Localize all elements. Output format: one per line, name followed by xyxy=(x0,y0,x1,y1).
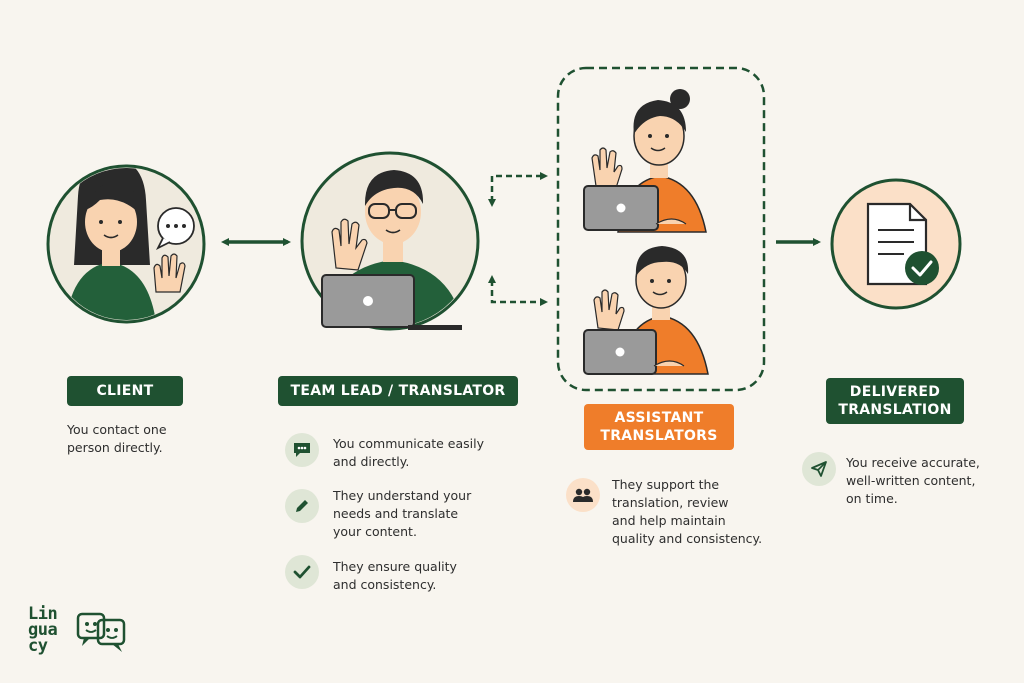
pencil-icon xyxy=(285,489,319,523)
speech-bubble-icon xyxy=(155,207,195,251)
client-description: You contact one person directly. xyxy=(67,422,167,455)
linguacy-logo-wordmark: Lin gua cy xyxy=(28,604,58,656)
delivered-translation-label: DELIVERED TRANSLATION xyxy=(826,378,964,424)
team-lead-point-quality: They ensure quality and consistency. xyxy=(333,559,457,592)
team-lead-illustration xyxy=(300,151,480,331)
client-illustration xyxy=(46,164,206,324)
delivered-document-illustration xyxy=(830,178,962,310)
checkmark-icon xyxy=(285,555,319,589)
people-icon xyxy=(566,478,600,512)
assistants-group-box xyxy=(556,66,766,392)
team-lead-label: TEAM LEAD / TRANSLATOR xyxy=(278,376,518,406)
delivered-check-icon xyxy=(905,251,939,285)
assistant-translator-1-illustration xyxy=(583,89,707,233)
delivered-description: You receive accurate, well-written conte… xyxy=(846,455,980,506)
teamlead-assistant-bottom-arrow xyxy=(488,275,548,306)
team-lead-point-communicate: You communicate easily and directly. xyxy=(333,436,485,469)
assistant-translator-2-illustration xyxy=(583,246,709,375)
linguacy-logo-mark xyxy=(76,612,126,652)
chat-bubble-icon xyxy=(285,433,319,467)
assistants-description: They support the translation, review and… xyxy=(612,477,763,546)
client-label: CLIENT xyxy=(67,376,183,406)
team-lead-laptop-icon xyxy=(321,274,462,330)
paper-plane-icon xyxy=(802,452,836,486)
client-waving-hand xyxy=(153,253,186,293)
team-lead-point-understand: They understand your needs and translate… xyxy=(333,488,472,539)
assistant-translators-label: ASSISTANT TRANSLATORS xyxy=(584,404,734,450)
teamlead-assistant-top-arrow xyxy=(488,172,548,207)
